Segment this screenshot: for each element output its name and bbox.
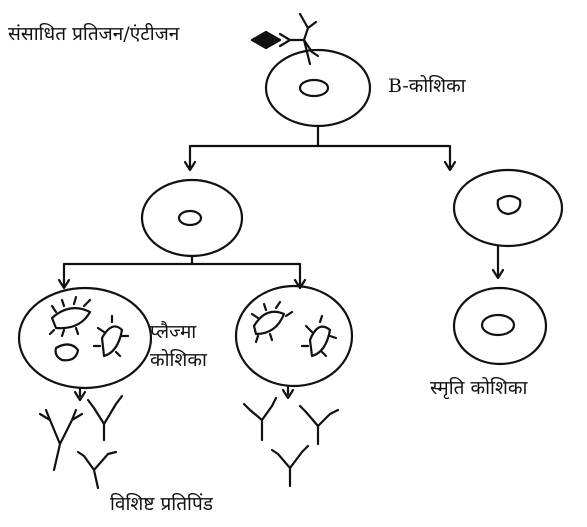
b-cell [264, 48, 372, 128]
arrow-head-antibody-1 [73, 390, 87, 402]
antibody-left-3 [76, 450, 118, 490]
specific-antibody-label: विशिष्ट प्रतिपिंड [110, 493, 213, 515]
b-cell-receptor [288, 12, 320, 66]
plasma-branch-connector [62, 254, 302, 288]
plasma-cell-1-nucleus [54, 343, 80, 362]
processed-antigen-label: संसाधित प्रतिजन/एंटीजन [8, 23, 180, 45]
plasma-cell-label-line1: प्लैज्मा [150, 321, 197, 343]
antigen-chevron [278, 32, 292, 48]
b-cell-label: B-कोशिका [388, 75, 466, 97]
memory-precursor-nucleus [496, 194, 522, 216]
plasma-cell-1-er [48, 295, 92, 338]
antibody-right-3 [270, 444, 310, 488]
memory-cell-label: स्मृति कोशिका [430, 377, 528, 399]
arrow-head-left [183, 160, 197, 172]
plasma-cell-label-line2: कोशिका [150, 349, 207, 371]
antibody-right-2 [298, 404, 340, 446]
memory-precursor-cell [452, 168, 564, 248]
plasma-cell-1-golgi [92, 314, 130, 358]
arrow-head-right [443, 160, 457, 172]
memory-cell-nucleus [480, 313, 516, 337]
plasma-cell-1 [17, 286, 153, 390]
antibody-left-2 [86, 394, 124, 442]
antigen-diamond-icon [250, 30, 282, 50]
activated-b-cell-nucleus [177, 209, 203, 227]
arrow-head-plasma-right [293, 278, 307, 290]
plasma-cell-2-er [250, 300, 294, 344]
memory-cell [452, 286, 548, 366]
antibody-right-1 [242, 396, 278, 442]
b-cell-branch-connector [188, 124, 452, 170]
b-cell-nucleus [298, 78, 330, 98]
antibody-left-1 [38, 408, 84, 472]
arrow-head-antibody-2 [281, 388, 295, 400]
arrow-head-plasma-left [57, 278, 71, 290]
plasma-cell-2 [234, 284, 354, 388]
arrow-head-memory [491, 268, 505, 280]
activated-b-cell [140, 178, 244, 258]
plasma-cell-2-golgi [300, 314, 338, 358]
